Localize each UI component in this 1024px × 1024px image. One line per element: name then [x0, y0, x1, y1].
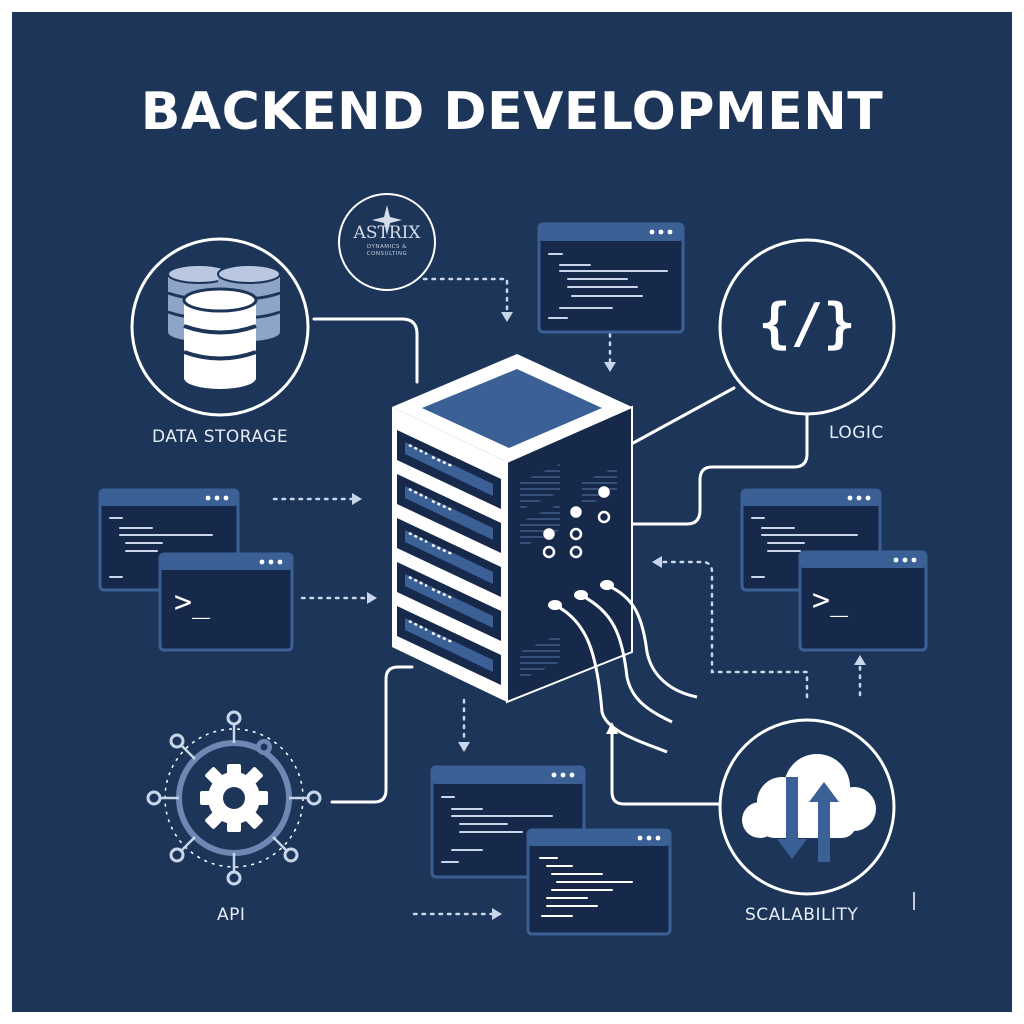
database-cylinder-front: [182, 287, 258, 389]
database-icon: [167, 264, 281, 389]
api-node: [146, 710, 322, 886]
code-window-bottom-front: [526, 828, 672, 936]
code-window-top: [537, 222, 685, 334]
dotted-arrows: [272, 277, 862, 916]
server-tower: [392, 354, 698, 754]
terminal-window-left: >_: [158, 552, 294, 652]
connector-api: [330, 665, 414, 804]
scalability-node: [718, 718, 896, 896]
terminal-prompt-icon-right: >_: [812, 583, 849, 618]
connector-storage: [312, 317, 419, 384]
terminal-window-right: >_: [798, 550, 928, 652]
terminal-prompt-icon: >_: [174, 585, 211, 620]
drive-bay-3: [397, 518, 501, 597]
api-label: API: [217, 905, 246, 925]
logo-tagline-2: CONSULTING: [367, 251, 407, 257]
connector-logic-lower: [630, 412, 809, 526]
connector-logic: [622, 386, 736, 450]
server-drives: [397, 430, 501, 685]
logo-tagline-1: DYNAMICS &: [367, 244, 407, 250]
download-arrow-icon: [777, 777, 807, 859]
page-title: BACKEND DEVELOPMENT: [140, 82, 884, 142]
diagram-scene: ASTRIX DYNAMICS & CONSULTING: [98, 193, 928, 936]
code-icon: {/}: [758, 292, 856, 355]
server-side-vents: [520, 464, 617, 680]
data-storage-node: [130, 237, 310, 417]
server-cables: [554, 583, 698, 754]
diagram-canvas: ASTRIX DYNAMICS & CONSULTING: [12, 12, 1012, 1012]
drive-bay-2: [397, 474, 501, 553]
network-nodes: [146, 710, 322, 886]
gear-icon: [200, 764, 268, 832]
upload-arrow-icon: [809, 782, 839, 862]
astrix-logo: ASTRIX DYNAMICS & CONSULTING: [338, 193, 436, 291]
network-spokes: [159, 723, 309, 873]
server-top-panel: [422, 369, 602, 448]
logo-name: ASTRIX: [353, 223, 422, 243]
arrow-heads: [352, 312, 866, 920]
drive-bay-1: [397, 430, 501, 509]
logic-label: LOGIC: [829, 423, 884, 443]
drive-bay-5: [397, 606, 501, 685]
drive-bay-4: [397, 562, 501, 641]
small-gear-icon: [256, 739, 272, 755]
logic-node: {/}: [718, 238, 896, 416]
connector-scalability: [610, 730, 722, 806]
server-indicators: [542, 486, 611, 559]
connectors: [312, 317, 809, 806]
star-icon: [372, 205, 402, 235]
data-storage-label: DATA STORAGE: [152, 427, 289, 447]
scalability-label: SCALABILITY: [745, 905, 859, 925]
